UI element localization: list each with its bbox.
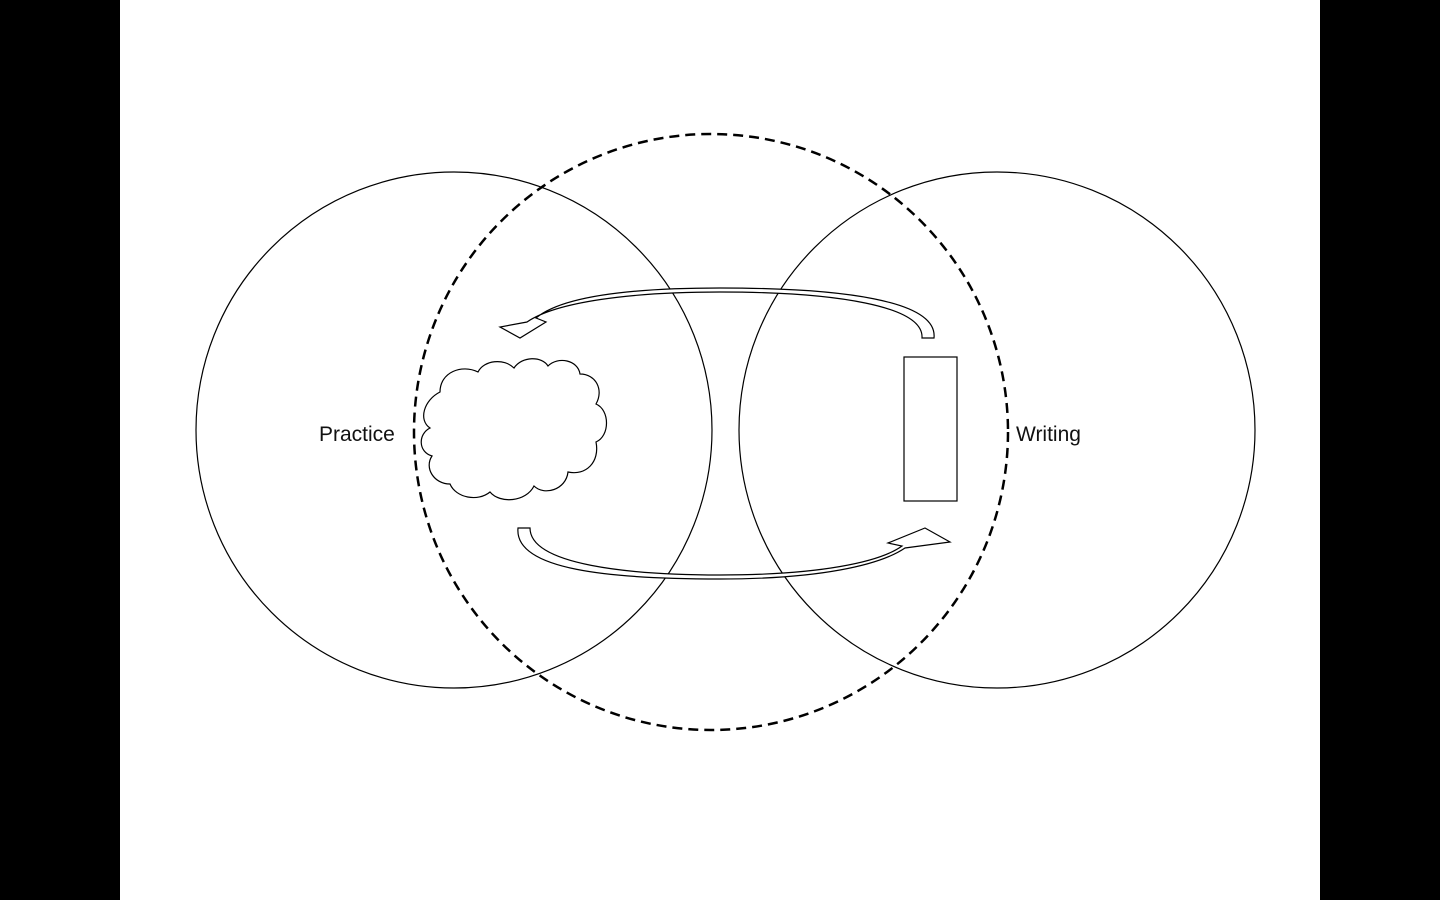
practice-label: Practice	[319, 423, 395, 446]
slide	[120, 0, 1320, 900]
practice-circle	[195, 171, 713, 689]
cloud-icon	[420, 358, 608, 501]
writing-label: Writing	[1016, 423, 1081, 446]
dashed-center-circle	[412, 132, 1010, 732]
curved-arrow-right	[517, 527, 952, 580]
writing-circle	[738, 171, 1256, 689]
document-rectangle-icon	[903, 356, 958, 502]
curved-arrow-left	[498, 287, 935, 339]
